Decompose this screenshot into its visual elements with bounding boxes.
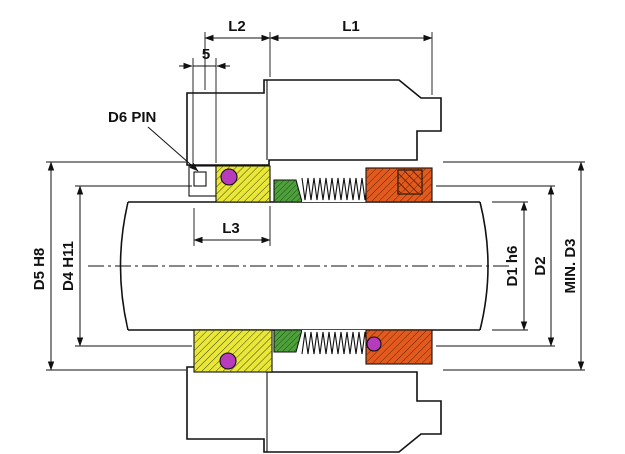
dim-label-pin-offset: 5: [202, 46, 210, 63]
pump-housing-top: [186, 79, 442, 166]
spring-bottom-coil: [301, 331, 369, 355]
dim-label-d5: D5 H8: [31, 248, 48, 291]
oring-bottom-mid: [366, 336, 382, 352]
dimension-pin-offset: 5: [179, 46, 230, 168]
dimension-l3: L3: [193, 206, 271, 246]
set-screw-hatch: [398, 170, 422, 194]
dim-label-l2: L2: [228, 18, 246, 35]
dimension-min-d3: MIN. D3: [443, 161, 585, 371]
oring-top: [220, 168, 238, 186]
leader-line: [147, 126, 199, 172]
rotary-face-bottom-hatch: [274, 330, 302, 352]
dimension-d2: D2: [436, 185, 555, 347]
dimension-l1: L1: [269, 18, 433, 95]
rotary-face-top-hatch: [274, 180, 302, 202]
dim-label-d6-pin: D6 PIN: [108, 109, 156, 126]
callout-d6-pin: D6 PIN: [108, 109, 199, 172]
dimension-d5: D5 H8: [31, 161, 186, 371]
pump-housing-bottom: [186, 366, 442, 453]
dim-label-d1: D1 h6: [504, 246, 521, 287]
housing-top-outline: [186, 79, 442, 166]
seal-assembly-bottom: [193, 329, 433, 373]
dimension-d4: D4 H11: [60, 185, 192, 347]
dim-label-l1: L1: [342, 18, 360, 35]
oring-bottom-left: [219, 352, 237, 370]
dim-label-d4: D4 H11: [60, 241, 77, 291]
dimension-l2: L2: [204, 18, 271, 90]
dim-label-l3: L3: [222, 220, 240, 237]
housing-bottom-outline: [186, 366, 442, 453]
drive-pin: [193, 171, 207, 187]
spring-top-coil: [301, 177, 369, 201]
dim-label-d2: D2: [532, 256, 549, 275]
seal-assembly-top: [188, 165, 433, 203]
dimension-d1: D1 h6: [492, 201, 528, 331]
dim-label-min-d3: MIN. D3: [562, 238, 579, 293]
